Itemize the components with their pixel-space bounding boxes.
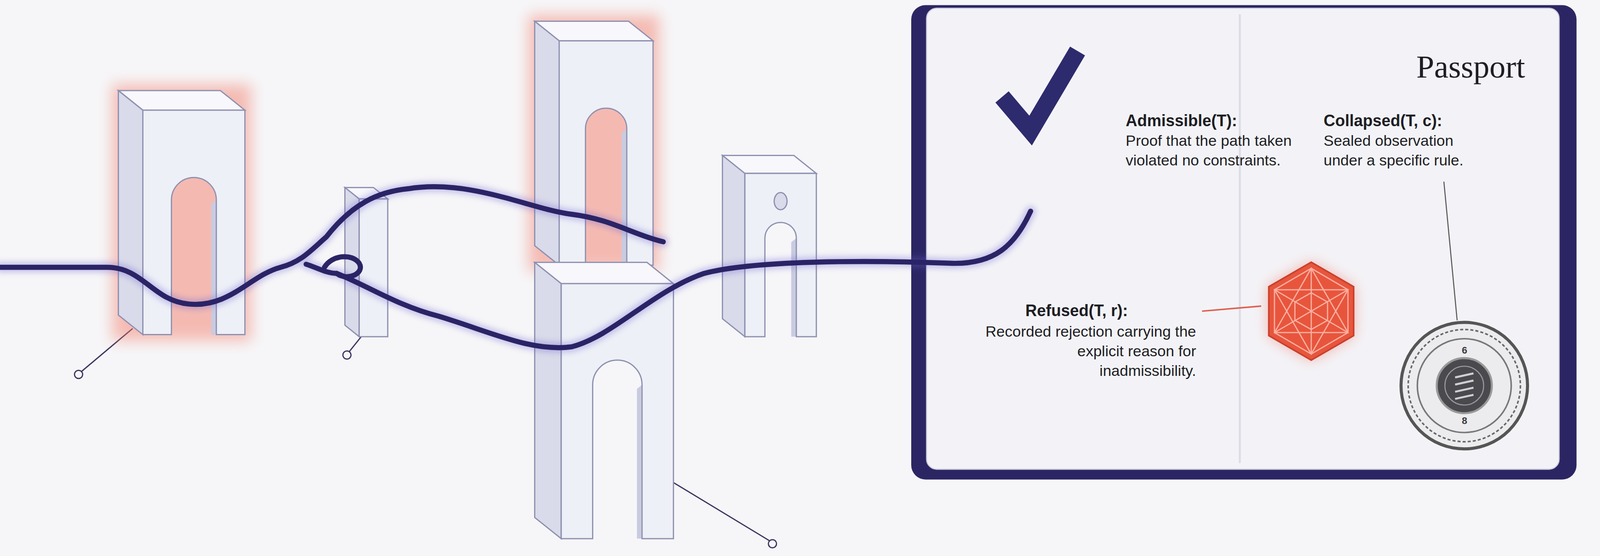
path-line-part-part	[306, 211, 1031, 348]
term-heading: Admissible(T):	[1125, 110, 1287, 132]
gate-arch-part	[722, 155, 745, 337]
collapsed-seal-part	[1436, 357, 1493, 414]
gate-arch-part	[211, 199, 217, 335]
passport-book-part	[1238, 14, 1242, 464]
gate-arch-part	[534, 21, 560, 266]
term-body: Proof that the path taken violated no co…	[1125, 130, 1304, 170]
lead-lines-part	[668, 479, 770, 541]
lead-lines-part	[342, 350, 351, 359]
lead-lines-part	[74, 370, 83, 379]
gate-arch-part	[359, 198, 388, 337]
passport-panel: PassportAdmissible(T):Proof that the pat…	[911, 4, 1577, 480]
refused-hexagon-part-part	[1274, 289, 1349, 333]
passport-title: Passport	[1416, 45, 1568, 88]
path-line-part-part	[324, 256, 361, 277]
collapsed-seal-part	[1401, 322, 1528, 449]
check-mark	[1002, 50, 1078, 131]
collapsed-seal-part	[1455, 373, 1474, 399]
refused-hexagon-part	[1268, 262, 1354, 361]
lead-lines-part	[349, 336, 362, 352]
collapsed-seal	[1401, 181, 1528, 449]
path-line-part-part	[306, 211, 1031, 348]
term-body: Recorded rejection carrying the explicit…	[982, 321, 1197, 381]
path-line	[0, 186, 1031, 348]
term-body: Sealed observation under a specific rule…	[1323, 130, 1494, 170]
gate-arch-part	[637, 384, 642, 539]
gate-arch-part	[621, 128, 627, 266]
collapsed-seal-part-part	[1455, 373, 1474, 399]
refused-hexagon-part	[1268, 262, 1354, 361]
path-line-part-part	[0, 186, 664, 305]
refused-hexagon	[1201, 262, 1354, 361]
term-heading: Refused(T, r):	[1025, 300, 1169, 321]
gate-arch-part	[118, 90, 144, 335]
seal-number: 6	[1461, 344, 1468, 357]
check-mark-part	[1002, 50, 1078, 131]
gate-arch-part	[774, 192, 788, 210]
seal-number: 8	[1461, 415, 1468, 427]
refused-hexagon-part	[1201, 305, 1262, 311]
gate-arch-part	[744, 173, 817, 337]
refused-hexagon-part-part	[1295, 292, 1328, 330]
refused-hexagon-part-part	[1274, 289, 1349, 333]
lead-lines-part	[768, 539, 777, 548]
term-heading: Collapsed(T, c):	[1323, 110, 1485, 132]
refused-hexagon-part-part	[1274, 268, 1349, 354]
collapsed-seal-part	[1444, 366, 1484, 405]
path-line-part	[0, 186, 1031, 348]
path-line-part	[0, 186, 1031, 348]
path-line-part-part	[0, 186, 664, 305]
gate-arch	[722, 155, 817, 337]
gate-arch-part	[534, 262, 562, 539]
collapsed-seal-part	[1443, 181, 1458, 321]
refused-hexagon-part	[1274, 268, 1349, 354]
collapsed-seal-part	[1408, 329, 1521, 442]
gate-arch-part	[791, 238, 797, 337]
collapsed-seal-part	[1417, 338, 1512, 433]
